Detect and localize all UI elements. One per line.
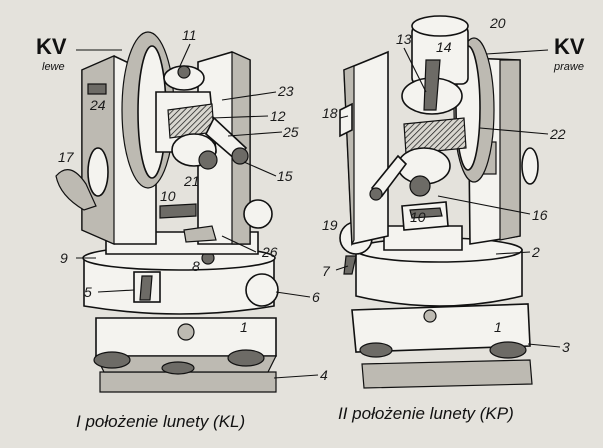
label-left-6: 6 xyxy=(312,289,320,305)
right-base-plate xyxy=(361,359,533,389)
label-left-23: 23 xyxy=(277,83,294,99)
label-right-22: 22 xyxy=(549,126,566,142)
label-right-20: 20 xyxy=(489,15,506,31)
label-left-8: 8 xyxy=(192,258,200,274)
label-left-5: 5 xyxy=(84,284,92,300)
label-right-16: 16 xyxy=(532,207,548,223)
label-left-21: 21 xyxy=(183,173,200,189)
right-labels: KV prawe 20 13 14 18 22 19 10 16 2 7 1 3… xyxy=(322,15,585,423)
label-left-17: 17 xyxy=(58,149,75,165)
label-left-11: 11 xyxy=(182,27,197,43)
left-caption: I położenie lunety (KL) xyxy=(76,412,245,431)
label-right-10: 10 xyxy=(410,209,426,225)
left-kv-title: KV xyxy=(36,34,67,59)
label-left-10: 10 xyxy=(160,188,176,204)
label-left-26: 26 xyxy=(261,244,278,260)
right-kv-title: KV xyxy=(554,34,585,59)
label-left-1: 1 xyxy=(240,319,248,335)
right-caption: II położenie lunety (KP) xyxy=(338,404,514,423)
label-left-4: 4 xyxy=(320,367,328,383)
label-left-15: 15 xyxy=(277,168,293,184)
left-lever-17 xyxy=(55,169,97,211)
left-knob-6 xyxy=(245,273,279,307)
label-right-13: 13 xyxy=(396,31,412,47)
left-kv-subtitle: lewe xyxy=(42,61,65,73)
label-left-9: 9 xyxy=(60,250,68,266)
label-left-24: 24 xyxy=(89,97,106,113)
label-right-3: 3 xyxy=(562,339,570,355)
right-kv-subtitle: prawe xyxy=(553,61,584,73)
left-base-plate xyxy=(99,371,277,393)
left-leveling-screw xyxy=(93,351,131,369)
label-right-19: 19 xyxy=(322,217,338,233)
label-right-14: 14 xyxy=(436,39,452,55)
label-left-25: 25 xyxy=(282,124,299,140)
label-right-7: 7 xyxy=(322,263,331,279)
right-theodolite-drawing xyxy=(339,15,539,389)
leader-lines xyxy=(76,43,561,379)
label-right-1: 1 xyxy=(494,319,502,335)
right-leveling-screw xyxy=(489,341,527,359)
label-left-12: 12 xyxy=(270,108,286,124)
left-labels: KV lewe 11 24 23 12 25 17 21 15 10 9 8 2… xyxy=(36,27,328,431)
left-theodolite-drawing xyxy=(55,31,279,393)
label-right-18: 18 xyxy=(322,105,338,121)
label-right-2: 2 xyxy=(531,244,540,260)
